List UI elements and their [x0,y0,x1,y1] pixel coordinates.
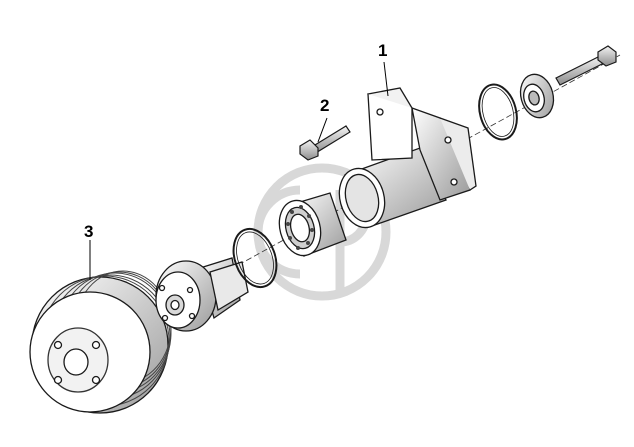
snap-ring-front [232,227,278,289]
callout-label-3: 3 [84,222,94,241]
pulley-part-3 [29,270,172,414]
rear-bolt [555,45,617,86]
leader-lines [89,61,389,280]
seal-washer [519,73,555,119]
snap-ring-rear [478,83,518,141]
bearing [278,192,347,257]
bolt-part-2 [299,125,351,161]
callout-label-2: 2 [320,96,330,115]
callout-label-1: 1 [378,41,388,60]
hub-flange [155,257,249,332]
housing-part-1 [338,87,477,229]
